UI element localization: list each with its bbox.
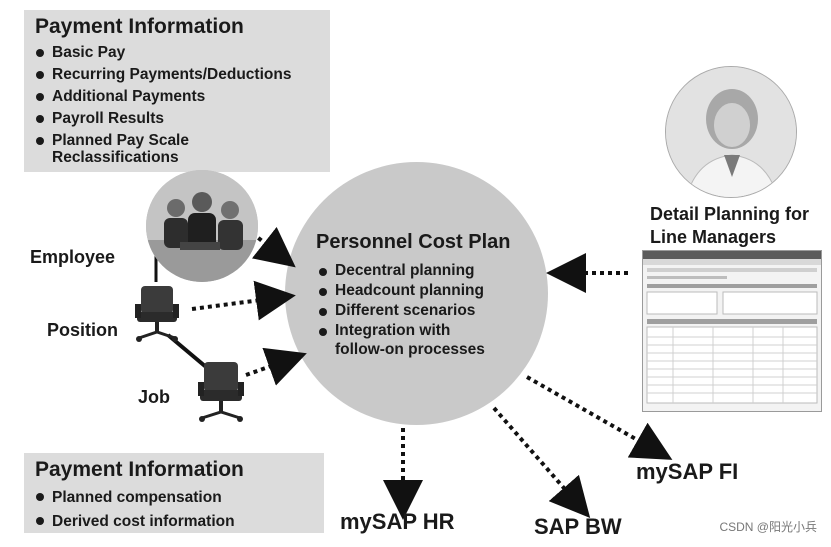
chair-icon: [198, 362, 244, 422]
mysap-hr-label: mySAP HR: [340, 509, 455, 534]
watermark: CSDN @阳光小兵: [719, 520, 817, 534]
payment-info-title-bottom: Payment Information: [35, 458, 244, 481]
list-item: Headcount planning: [318, 281, 484, 301]
line-manager-photo: [665, 66, 797, 198]
list-item: Derived cost information: [35, 510, 235, 534]
list-item-continuation: Reclassifications: [52, 149, 179, 166]
mysap-fi-label: mySAP FI: [636, 459, 739, 484]
payment-info-title-top: Payment Information: [35, 15, 244, 38]
employee-arrow: [250, 226, 296, 268]
job-label: Job: [138, 387, 171, 407]
bw-arrow: [492, 406, 591, 519]
detail-planning-label-line2: Line Managers: [650, 227, 777, 247]
personnel-cost-plan-title: Personnel Cost Plan: [316, 231, 511, 253]
personnel-cost-plan-list: Decentral planning Headcount planning Di…: [318, 261, 484, 341]
payment-info-box-bottom: [24, 453, 324, 533]
payment-info-list-bottom: Planned compensation Derived cost inform…: [35, 486, 235, 534]
job-arrow: [245, 347, 307, 386]
list-item: Planned compensation: [35, 486, 235, 510]
chair-icon: [135, 286, 179, 342]
fi-arrow: [526, 375, 673, 460]
list-item: Different scenarios: [318, 301, 484, 321]
employee-label: Employee: [30, 247, 116, 267]
list-item: Additional Payments: [35, 86, 291, 108]
list-item-continuation: follow-on processes: [335, 341, 485, 358]
employee-team-photo: [146, 170, 258, 282]
detail-planning-label-line1: Detail Planning for: [650, 204, 810, 224]
position-arrow: [191, 280, 296, 321]
payment-info-box-top: [24, 10, 330, 172]
list-item: Planned Pay Scale: [35, 130, 291, 152]
list-item: Decentral planning: [318, 261, 484, 281]
position-label: Position: [47, 320, 118, 340]
planning-screen-thumbnail: [642, 250, 822, 412]
list-item: Basic Pay: [35, 42, 291, 64]
payment-info-list-top: Basic Pay Recurring Payments/Deductions …: [35, 42, 291, 152]
list-item: Payroll Results: [35, 108, 291, 130]
list-item: Recurring Payments/Deductions: [35, 64, 291, 86]
list-item: Integration with: [318, 321, 484, 341]
personnel-cost-plan-circle: [285, 162, 548, 425]
sap-bw-label: SAP BW: [534, 514, 622, 539]
